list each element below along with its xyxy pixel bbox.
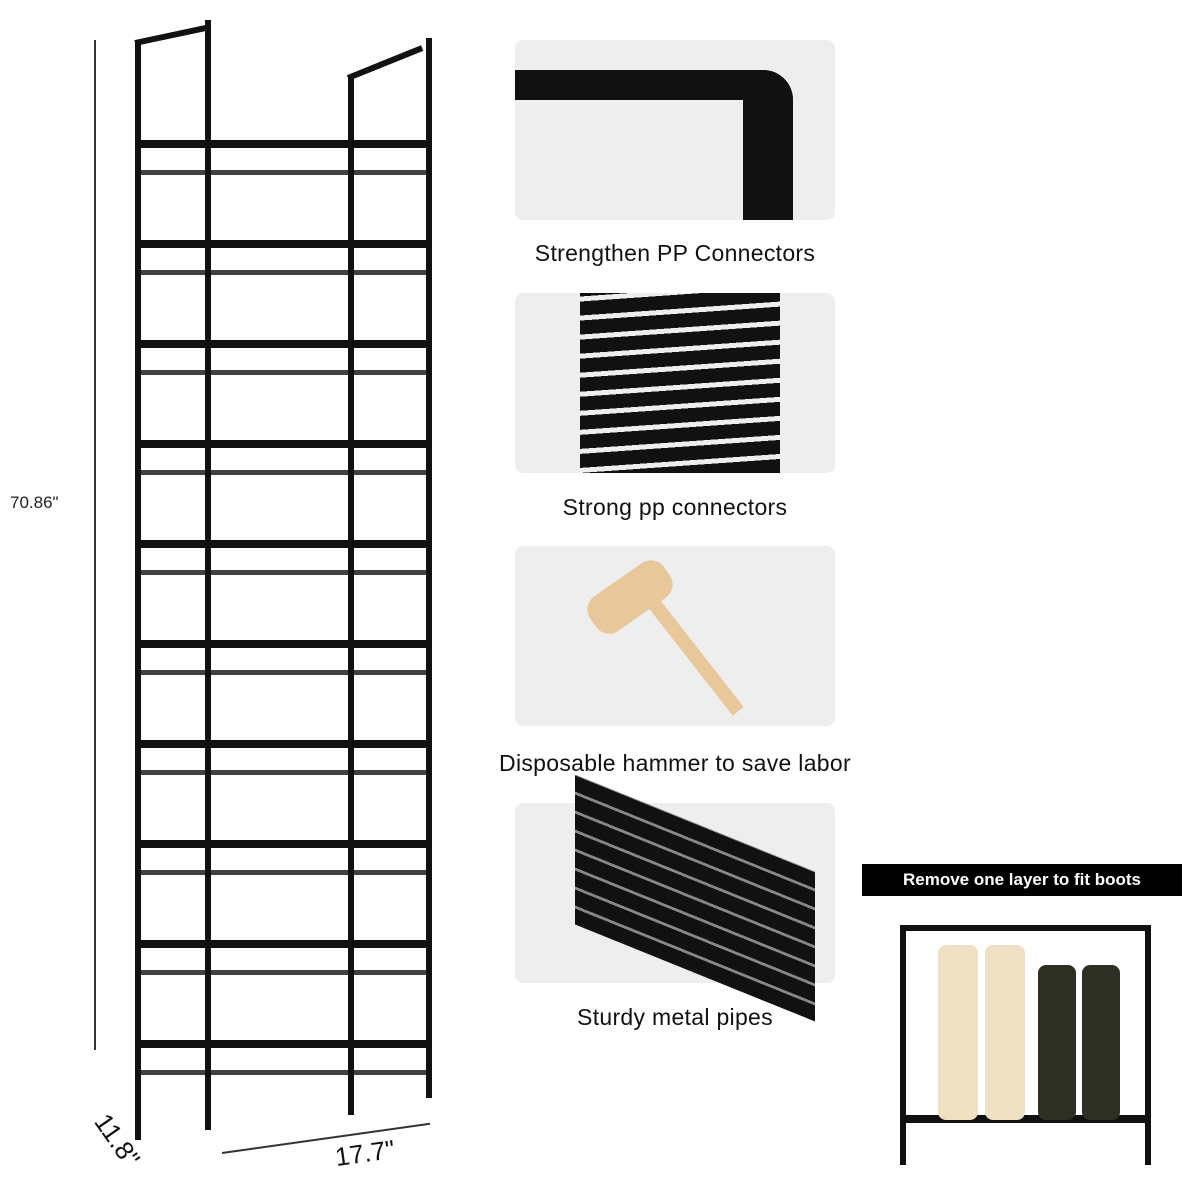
shoe-rack (130, 20, 440, 1140)
slatted-shelf-image (515, 293, 835, 473)
rack-tier (135, 240, 432, 248)
elbow-connector-image (515, 40, 835, 220)
rack-tier (135, 740, 432, 748)
rack-tier (135, 140, 432, 148)
rack-tier (135, 840, 432, 848)
rack-tier (135, 340, 432, 348)
rack-tier (135, 540, 432, 548)
feature-caption: Strengthen PP Connectors (534, 240, 816, 266)
feature-caption: Sturdy metal pipes (577, 1004, 773, 1030)
rack-tier (135, 1040, 432, 1048)
rack-tier (135, 940, 432, 948)
height-dimension-line (94, 40, 96, 1050)
rack-tier (135, 640, 432, 648)
height-label: 70.86" (10, 493, 59, 512)
wooden-hammer-image (515, 546, 835, 726)
feature-caption: Disposable hammer to save labor (499, 750, 851, 776)
boots-banner: Remove one layer to fit boots (862, 864, 1182, 896)
rack-tier (135, 440, 432, 448)
boots-rack-image (890, 915, 1180, 1175)
metal-pipes-image (515, 774, 835, 1022)
feature-caption: Strong pp connectors (562, 494, 788, 520)
